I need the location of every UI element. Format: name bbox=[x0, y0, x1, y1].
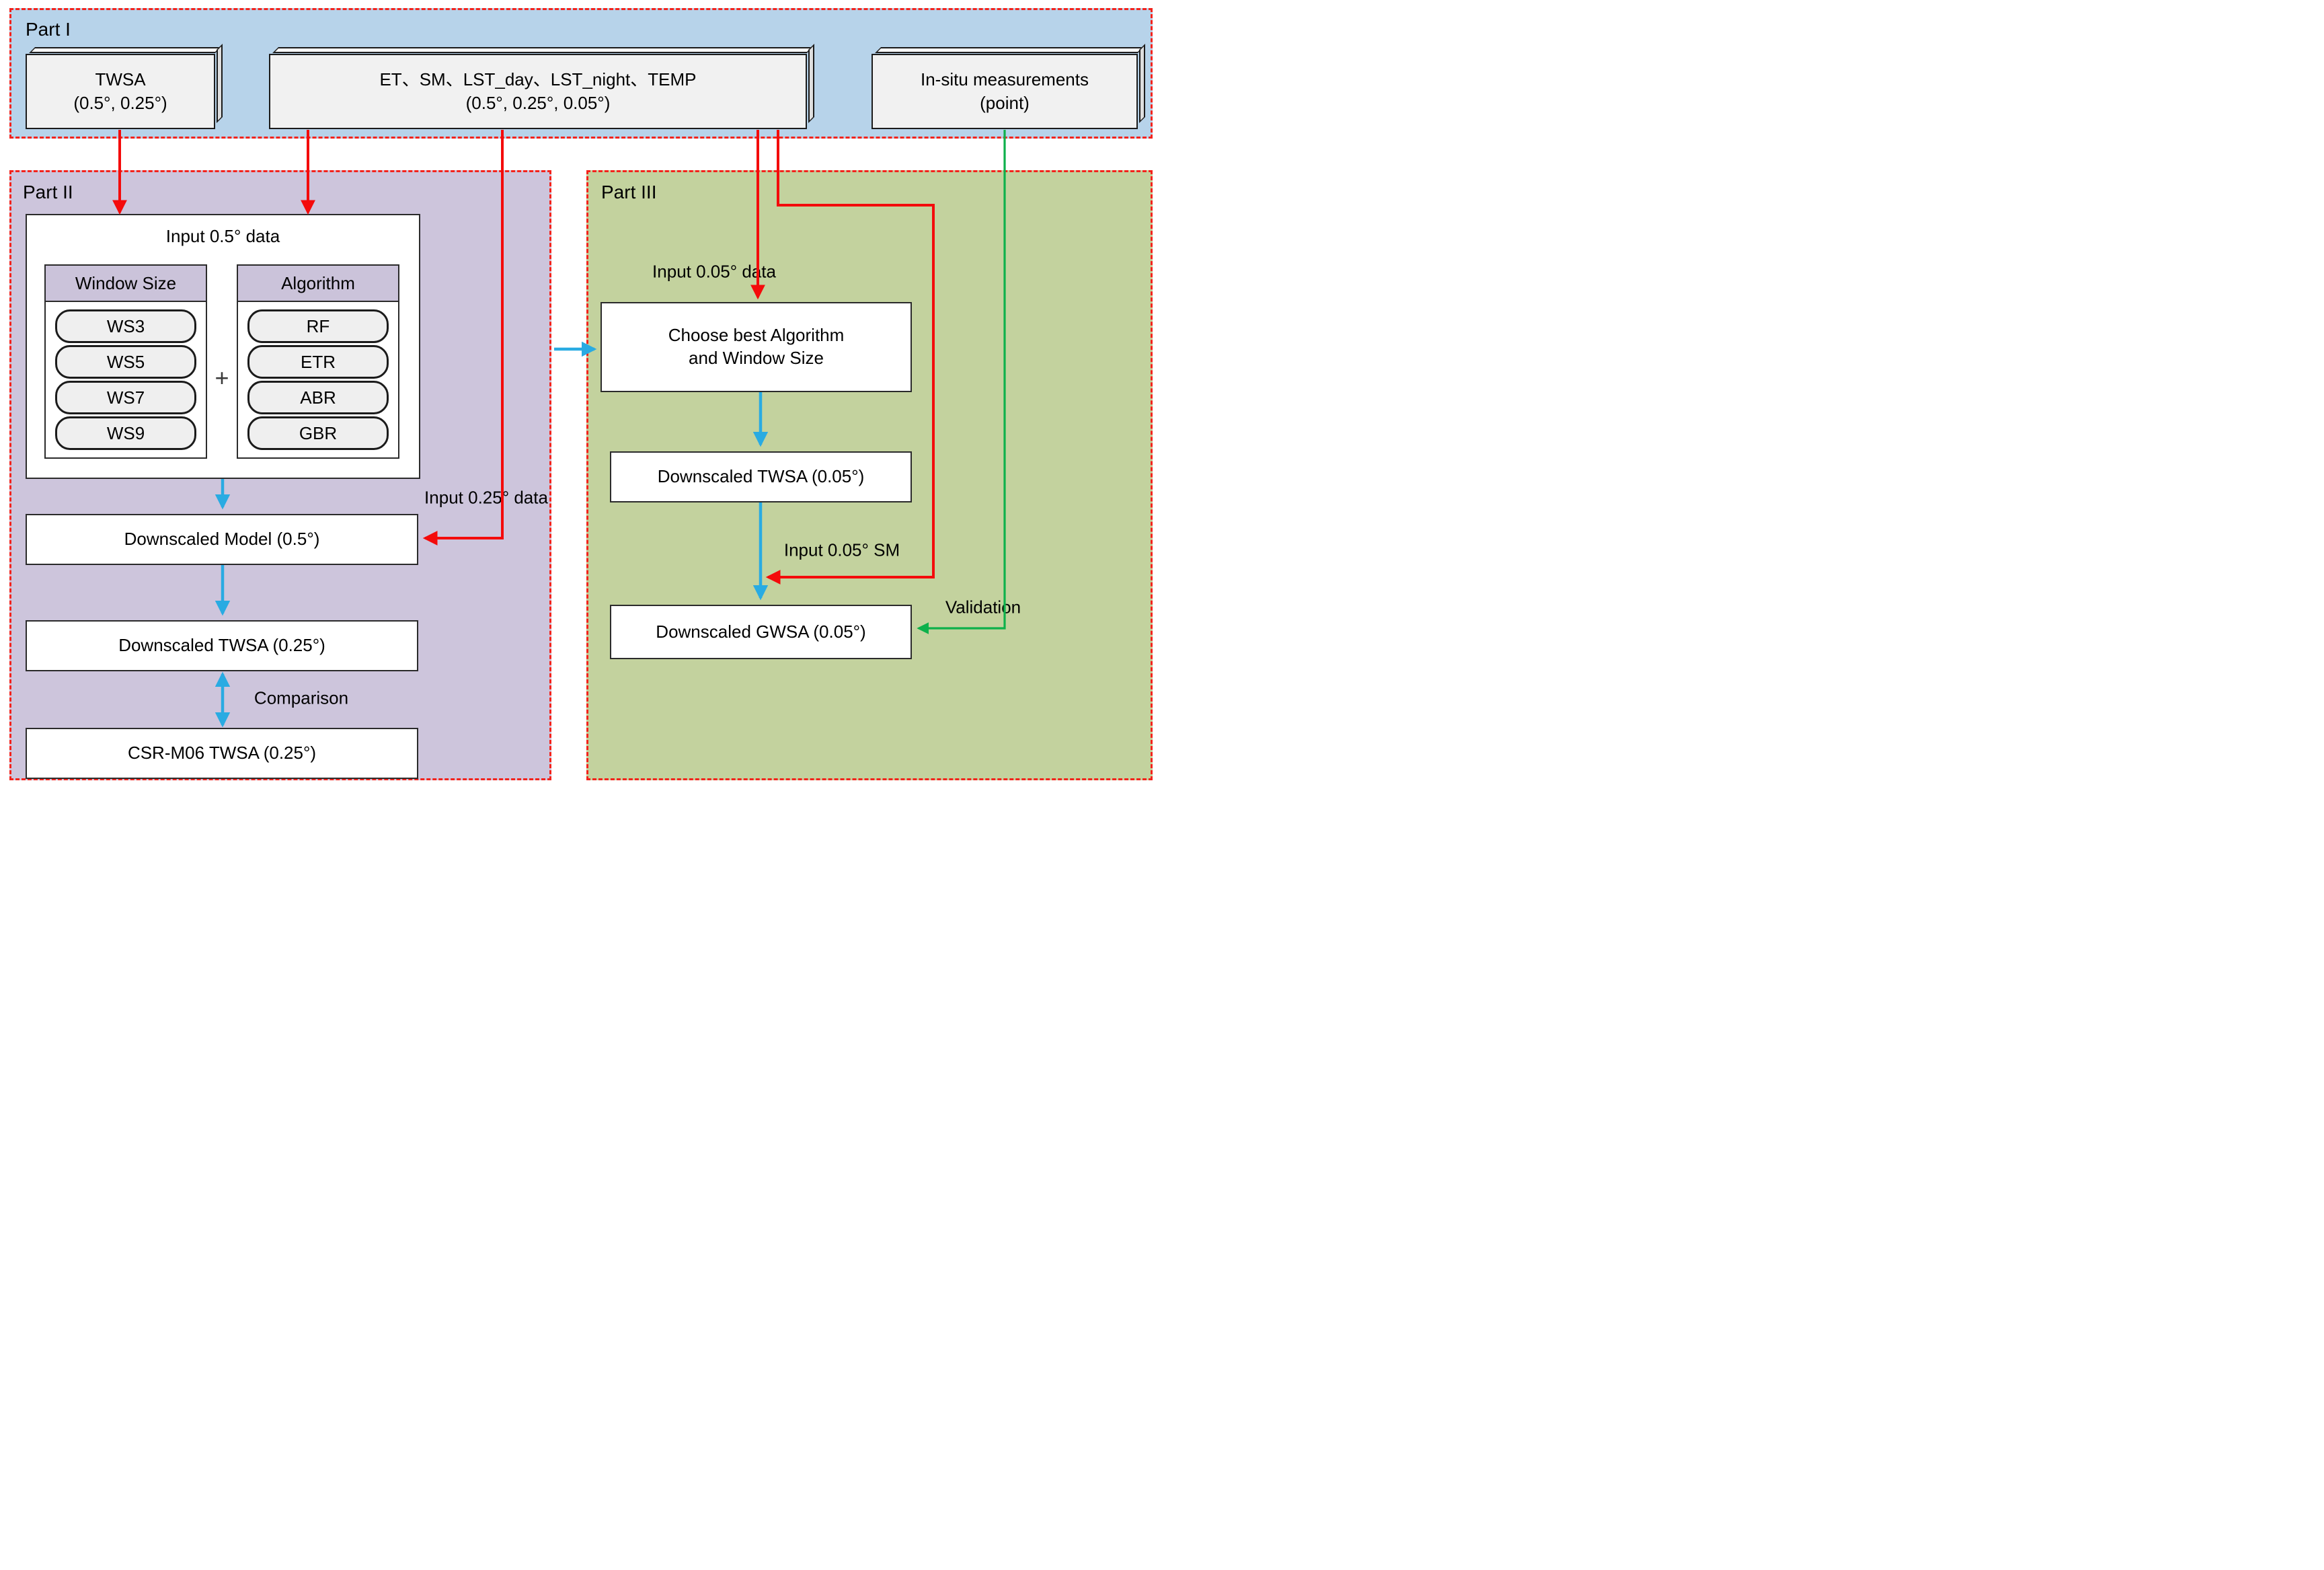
insitu-source-line1: In-situ measurements bbox=[921, 69, 1089, 89]
part1-label: Part I bbox=[26, 19, 71, 40]
part3-label: Part III bbox=[601, 182, 657, 202]
input-05-data-title: Input 0.5° data bbox=[165, 226, 280, 246]
part2-label: Part II bbox=[23, 182, 73, 202]
downscaled-twsa-005-text: Downscaled TWSA (0.05°) bbox=[657, 466, 865, 487]
algorithm-column: Algorithm RF ETR ABR GBR bbox=[237, 264, 399, 459]
window-size-column: Window Size WS3 WS5 WS7 WS9 bbox=[44, 264, 207, 459]
twsa-source-line1: TWSA bbox=[95, 69, 146, 89]
pill-abr: ABR bbox=[247, 381, 389, 414]
downscaled-model-box: Downscaled Model (0.5°) bbox=[26, 514, 418, 565]
choose-best-box: Choose best Algorithm and Window Size bbox=[601, 302, 912, 392]
pill-rf: RF bbox=[247, 309, 389, 343]
pill-ws9: WS9 bbox=[55, 416, 196, 450]
csr-m06-twsa-text: CSR-M06 TWSA (0.25°) bbox=[127, 743, 317, 763]
insitu-source-box: In-situ measurements (point) bbox=[872, 54, 1138, 129]
plus-sign: + bbox=[215, 364, 229, 391]
input-025-data-label: Input 0.25° data bbox=[424, 487, 548, 508]
pill-ws7: WS7 bbox=[55, 381, 196, 414]
pill-ws5: WS5 bbox=[55, 345, 196, 379]
flowchart-canvas: Part I Part II Part III TWSA (0.5°, 0.25… bbox=[0, 0, 1162, 785]
downscaled-gwsa-text: Downscaled GWSA (0.05°) bbox=[656, 621, 866, 642]
pill-ws3: WS3 bbox=[55, 309, 196, 343]
algorithm-pill-list: RF ETR ABR GBR bbox=[238, 302, 398, 457]
twsa-source-box: TWSA (0.5°, 0.25°) bbox=[26, 54, 215, 129]
twsa-source-line2: (0.5°, 0.25°) bbox=[73, 93, 167, 113]
validation-label: Validation bbox=[945, 597, 1021, 618]
window-size-pill-list: WS3 WS5 WS7 WS9 bbox=[46, 302, 206, 457]
predictors-source-box: ET、SM、LST_day、LST_night、TEMP (0.5°, 0.25… bbox=[269, 54, 807, 129]
downscaled-gwsa-box: Downscaled GWSA (0.05°) bbox=[610, 605, 912, 659]
choose-best-line2: and Window Size bbox=[689, 348, 824, 368]
downscaled-twsa-005-box: Downscaled TWSA (0.05°) bbox=[610, 451, 912, 502]
algorithm-header: Algorithm bbox=[238, 266, 398, 302]
downscaled-model-text: Downscaled Model (0.5°) bbox=[124, 529, 320, 550]
comparison-label: Comparison bbox=[254, 687, 349, 708]
input-005-data-label: Input 0.05° data bbox=[652, 261, 776, 282]
predictors-source-line2: (0.5°, 0.25°, 0.05°) bbox=[465, 93, 611, 113]
insitu-source-line2: (point) bbox=[980, 93, 1030, 113]
window-size-header: Window Size bbox=[46, 266, 206, 302]
downscaled-twsa-025-box: Downscaled TWSA (0.25°) bbox=[26, 620, 418, 671]
csr-m06-twsa-box: CSR-M06 TWSA (0.25°) bbox=[26, 728, 418, 779]
pill-etr: ETR bbox=[247, 345, 389, 379]
pill-gbr: GBR bbox=[247, 416, 389, 450]
input-005-sm-label: Input 0.05° SM bbox=[783, 539, 900, 560]
predictors-source-line1: ET、SM、LST_day、LST_night、TEMP bbox=[379, 69, 697, 89]
downscaled-twsa-025-text: Downscaled TWSA (0.25°) bbox=[118, 635, 325, 656]
choose-best-line1: Choose best Algorithm bbox=[668, 325, 845, 346]
